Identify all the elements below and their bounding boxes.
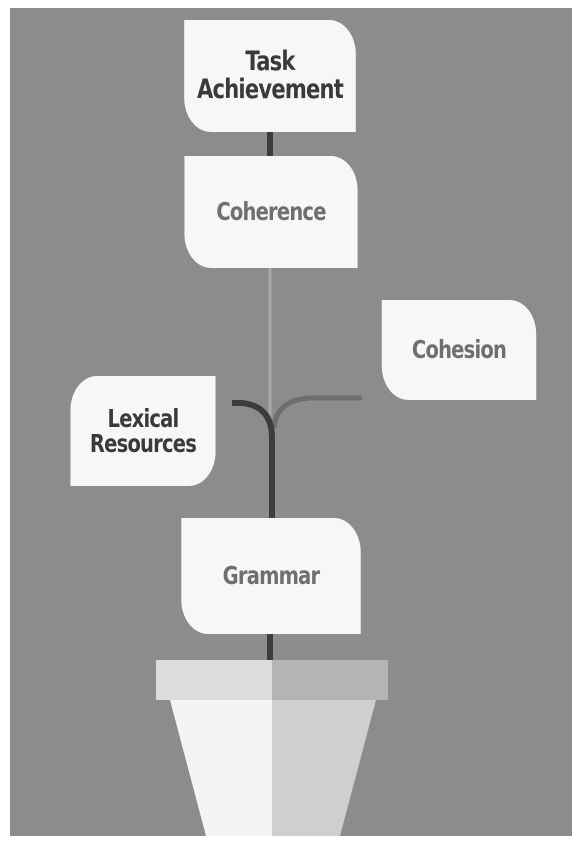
diagram-canvas: Task Achievement Coherence Cohesion Lexi… [10,8,572,836]
pot-body-light [170,700,272,836]
plant-stem [232,126,362,666]
flower-pot [170,700,376,836]
pot-body-shade [272,700,376,836]
pot-rim-light [156,660,272,700]
branch-lexical [232,400,275,528]
leaf-cohesion-label: Cohesion [411,335,507,365]
pot-rim-shade [272,660,388,700]
leaf-grammar-label: Grammar [222,561,321,591]
leaf-task-achievement-label: Task Achievement [196,46,344,105]
leaf-task-achievement: Task Achievement [184,20,356,132]
leaf-coherence: Coherence [184,156,358,268]
leaf-coherence-label: Coherence [216,197,326,227]
leaf-cohesion: Cohesion [381,300,537,400]
leaf-grammar: Grammar [181,518,361,634]
leaf-lexical-resources: Lexical Resources [70,376,216,486]
leaf-lexical-resources-label: Lexical Resources [89,403,197,458]
branch-cohesion [271,395,362,429]
